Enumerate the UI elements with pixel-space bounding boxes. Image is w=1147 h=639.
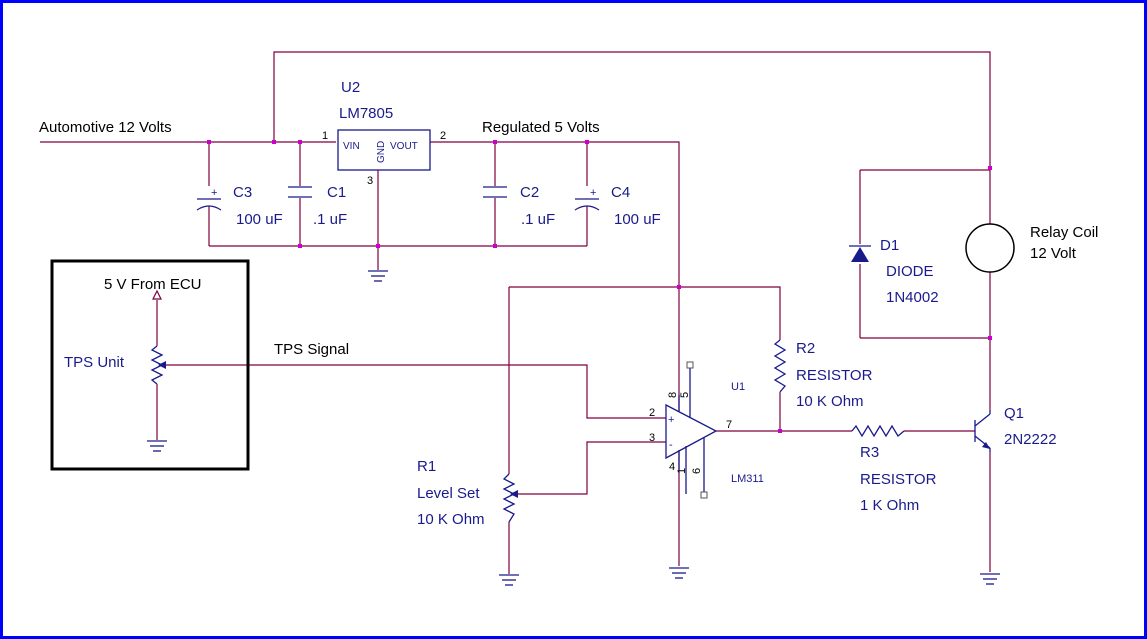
u2-pin1: 1 (322, 130, 328, 142)
u2-pin2: 2 (440, 130, 446, 142)
u1-pin7: 7 (726, 419, 732, 431)
u2-ref: U2 (341, 79, 360, 96)
comparator-u1: + - 2 3 4 1 6 8 5 7 (649, 361, 732, 499)
ground-symbol-u1 (669, 567, 689, 579)
tps-potentiometer (150, 345, 166, 385)
u1-pin3: 3 (649, 432, 655, 444)
d1-part: 1N4002 (886, 289, 939, 306)
r2-value: 10 K Ohm (796, 393, 864, 410)
svg-text:+: + (668, 414, 674, 426)
r2-type: RESISTOR (796, 367, 873, 384)
r3-value: 1 K Ohm (860, 497, 919, 514)
c1-ref: C1 (327, 184, 346, 201)
c4-value: 100 uF (614, 211, 661, 228)
capacitor-c1 (288, 186, 312, 198)
transistor-q1 (974, 410, 991, 452)
net-label-tps-signal: TPS Signal (274, 341, 349, 358)
capacitor-c4: + (574, 187, 600, 211)
svg-text:+: + (211, 187, 217, 199)
u2-gnd-label: GND (376, 141, 387, 163)
u1-pin4: 4 (669, 461, 675, 473)
r2-ref: R2 (796, 340, 815, 357)
q1-ref: Q1 (1004, 405, 1024, 422)
relay-voltage: 12 Volt (1030, 245, 1077, 262)
r1-ref: R1 (417, 458, 436, 475)
tps-unit-box (50, 259, 250, 471)
r3-ref: R3 (860, 444, 879, 461)
relay-coil-icon (965, 223, 1015, 273)
r3-type: RESISTOR (860, 471, 937, 488)
u2-vout-label: VOUT (390, 141, 418, 152)
ground-symbol-r1 (499, 572, 519, 586)
u1-pin5: 5 (679, 392, 691, 398)
u2-pin3: 3 (367, 175, 373, 187)
resistor-r1-potentiometer (502, 473, 518, 523)
u1-pin8: 8 (667, 392, 679, 398)
net-label-5v: Regulated 5 Volts (482, 119, 600, 136)
d1-ref: D1 (880, 237, 899, 254)
relay-name: Relay Coil (1030, 224, 1098, 241)
junctions (207, 140, 992, 433)
q1-part: 2N2222 (1004, 431, 1057, 448)
svg-text:+: + (590, 187, 596, 199)
capacitor-c3: + (196, 187, 222, 211)
r1-name: Level Set (417, 485, 480, 502)
net-label-12v: Automotive 12 Volts (39, 119, 172, 136)
u1-ref: U1 (731, 381, 745, 393)
wires (40, 51, 991, 572)
u1-pin6: 6 (691, 468, 703, 474)
c2-value: .1 uF (521, 211, 555, 228)
tps-unit-label: TPS Unit (64, 354, 125, 371)
ecu-5v-label: 5 V From ECU (104, 276, 202, 293)
ground-symbol-q1 (980, 573, 1000, 585)
u2-vin-label: VIN (343, 141, 360, 152)
c4-ref: C4 (611, 184, 630, 201)
c3-ref: C3 (233, 184, 252, 201)
d1-type: DIODE (886, 263, 934, 280)
u1-pin1: 1 (676, 468, 688, 474)
c3-value: 100 uF (236, 211, 283, 228)
c2-ref: C2 (520, 184, 539, 201)
svg-text:-: - (669, 439, 673, 451)
resistor-r3 (851, 424, 905, 438)
ground-symbol-tps (147, 440, 167, 452)
u1-pin2: 2 (649, 407, 655, 419)
resistor-r2 (773, 339, 787, 393)
ground-symbol-regulator (368, 270, 388, 282)
voltage-regulator-u2: VIN VOUT GND 1 2 3 (322, 129, 446, 187)
u2-part: LM7805 (339, 105, 393, 122)
u1-part: LM311 (731, 473, 764, 485)
ecu-supply-arrow-icon (152, 289, 162, 300)
diode-d1 (849, 245, 871, 262)
r1-value: 10 K Ohm (417, 511, 485, 528)
c1-value: .1 uF (313, 211, 347, 228)
capacitor-c2 (483, 186, 507, 198)
